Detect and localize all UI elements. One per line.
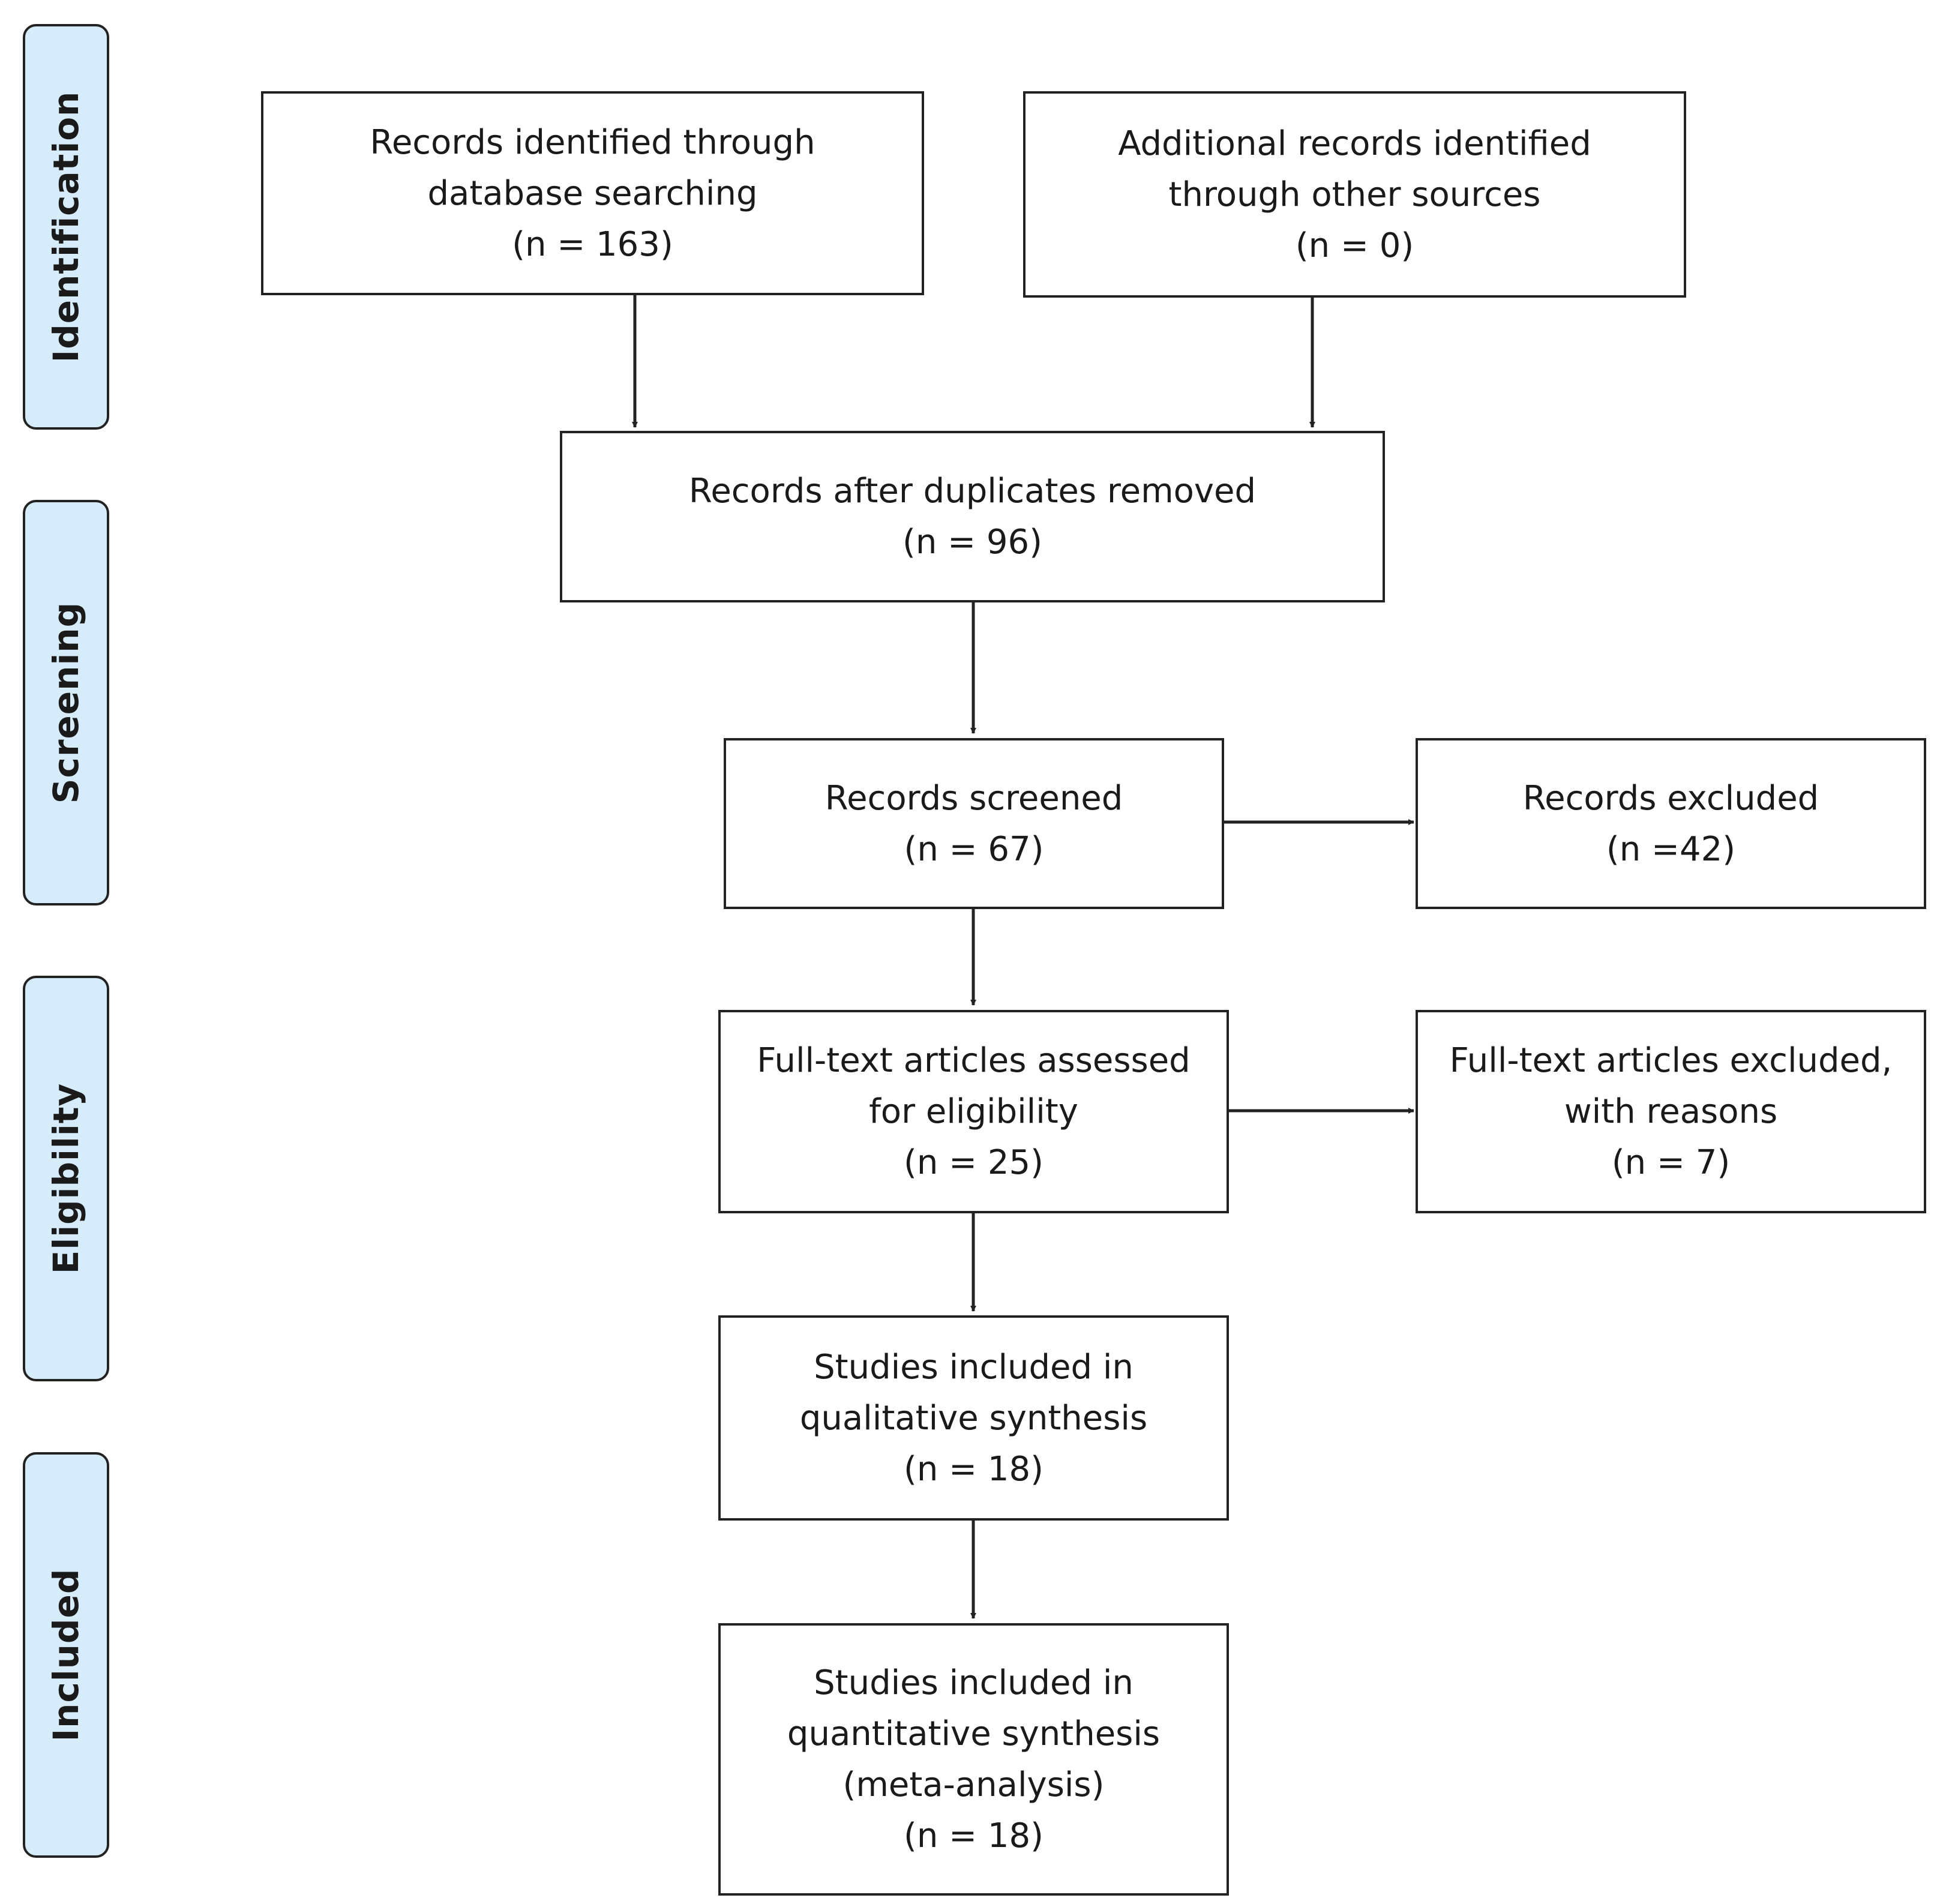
box-fulltext-assessed-count: (n = 25) (904, 1143, 1044, 1182)
box-other-records-count: (n = 0) (1295, 226, 1414, 265)
box-fulltext-excluded: Full-text articles excluded, with reason… (1416, 1010, 1926, 1213)
box-records-excluded: Records excluded (n =42) (1416, 738, 1926, 909)
box-fulltext-excluded-line1: Full-text articles excluded, (1449, 1041, 1893, 1080)
box-database-records-count: (n = 163) (512, 224, 673, 264)
box-other-records-line2: through other sources (1168, 175, 1541, 214)
box-after-duplicates-line1: Records after duplicates removed (688, 472, 1257, 511)
box-quantitative-line3: (meta-analysis) (842, 1765, 1105, 1804)
box-qualitative-line2: qualitative synthesis (799, 1398, 1148, 1438)
box-screened: Records screened (n = 67) (724, 738, 1224, 909)
box-fulltext-assessed-line1: Full-text articles assessed (757, 1041, 1191, 1080)
stage-identification: Identification (23, 24, 109, 430)
box-fulltext-assessed-line2: for eligibility (869, 1092, 1078, 1131)
box-qualitative-count: (n = 18) (904, 1449, 1044, 1489)
box-after-duplicates: Records after duplicates removed (n = 96… (560, 431, 1385, 602)
box-database-records-line2: database searching (427, 173, 758, 213)
box-screened-count: (n = 67) (904, 829, 1044, 869)
box-after-duplicates-count: (n = 96) (902, 523, 1042, 562)
box-other-records: Additional records identified through ot… (1023, 91, 1686, 298)
stage-screening: Screening (23, 500, 109, 905)
box-fulltext-excluded-line2: with reasons (1564, 1092, 1778, 1131)
box-quantitative-count: (n = 18) (904, 1816, 1044, 1855)
box-quantitative-line2: quantitative synthesis (787, 1714, 1161, 1753)
box-database-records-line1: Records identified through (370, 122, 815, 162)
box-screened-line1: Records screened (824, 778, 1123, 818)
box-qualitative: Studies included in qualitative synthesi… (718, 1315, 1229, 1521)
box-other-records-line1: Additional records identified (1118, 124, 1591, 163)
box-quantitative-line1: Studies included in (814, 1663, 1134, 1702)
box-fulltext-assessed: Full-text articles assessed for eligibil… (718, 1010, 1229, 1213)
box-fulltext-excluded-count: (n = 7) (1611, 1143, 1731, 1182)
box-database-records: Records identified through database sear… (261, 91, 924, 295)
box-records-excluded-count: (n =42) (1606, 829, 1736, 869)
box-quantitative: Studies included in quantitative synthes… (718, 1623, 1229, 1896)
stage-included: Included (23, 1452, 109, 1858)
stage-eligibility: Eligibility (23, 976, 109, 1381)
box-qualitative-line1: Studies included in (814, 1347, 1134, 1387)
box-records-excluded-line1: Records excluded (1522, 778, 1819, 818)
